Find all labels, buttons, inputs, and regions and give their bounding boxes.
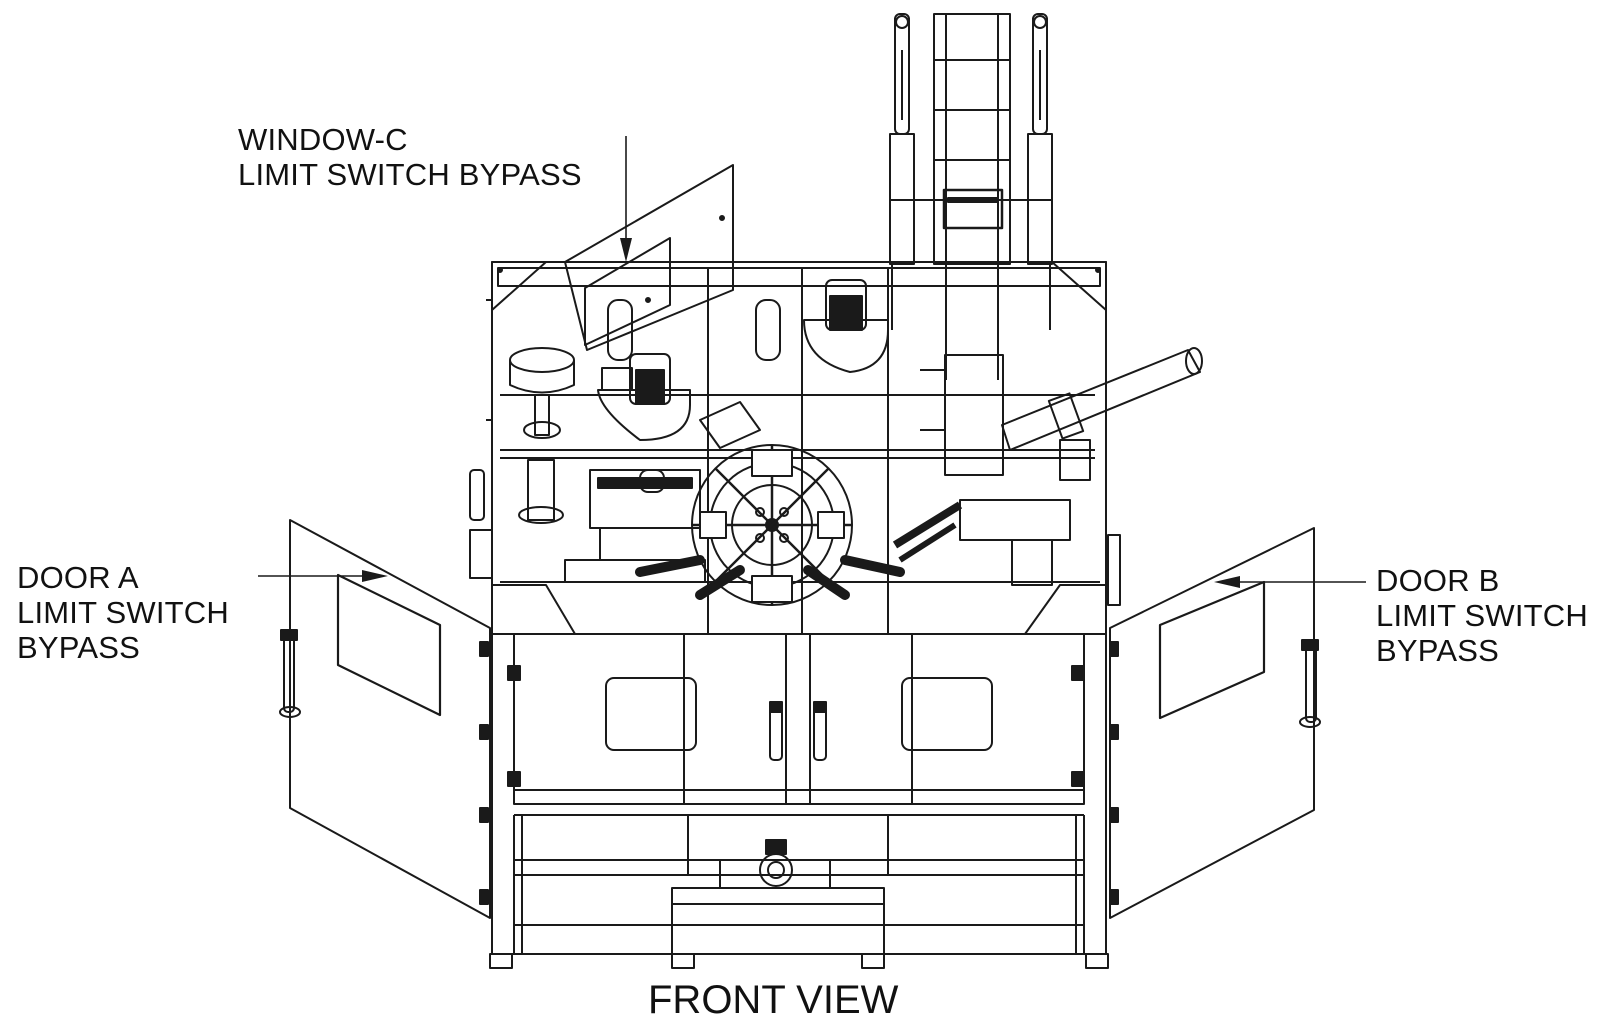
door-b-callout-line1: DOOR B	[1376, 563, 1500, 598]
window-c-leader	[620, 136, 632, 262]
side-brackets	[470, 300, 1120, 605]
window-c-panel	[565, 165, 733, 350]
door-a	[280, 520, 490, 918]
transfer-mechanism-left	[565, 470, 705, 582]
tower-post-left	[890, 14, 914, 264]
center-doors	[606, 634, 992, 804]
door-a-callout-line2: LIMIT SWITCH	[17, 595, 229, 630]
window-c-callout: WINDOW-C LIMIT SWITCH BYPASS	[238, 122, 582, 192]
window-c-callout-line1: WINDOW-C	[238, 122, 408, 157]
window-c-callout-line2: LIMIT SWITCH BYPASS	[238, 157, 582, 192]
transfer-mechanism-right	[895, 355, 1090, 585]
tower-post-right	[1028, 14, 1052, 264]
blower-motor-right	[804, 280, 888, 372]
door-b-callout: DOOR B LIMIT SWITCH BYPASS	[1376, 563, 1588, 668]
door-b-leader	[1214, 576, 1366, 588]
hinges	[480, 642, 1118, 904]
plate-tilted	[700, 402, 760, 448]
blower-motor-left	[598, 354, 690, 440]
door-a-callout-line3: BYPASS	[17, 630, 140, 665]
door-a-callout: DOOR A LIMIT SWITCH BYPASS	[17, 560, 229, 665]
door-b-callout-line2: LIMIT SWITCH	[1376, 598, 1588, 633]
front-view-caption: FRONT VIEW	[648, 978, 899, 1022]
column-left	[519, 300, 780, 523]
star-wheel-arms	[640, 560, 900, 595]
door-b	[1110, 528, 1320, 918]
valve-assembly	[672, 815, 888, 954]
door-a-callout-line1: DOOR A	[17, 560, 139, 595]
discharge-chute	[1002, 348, 1202, 450]
lower-base	[490, 634, 1108, 968]
door-b-callout-line3: BYPASS	[1376, 633, 1499, 668]
elevator-tower	[890, 14, 1052, 380]
tank-left	[510, 348, 574, 438]
door-a-leader	[258, 570, 388, 582]
